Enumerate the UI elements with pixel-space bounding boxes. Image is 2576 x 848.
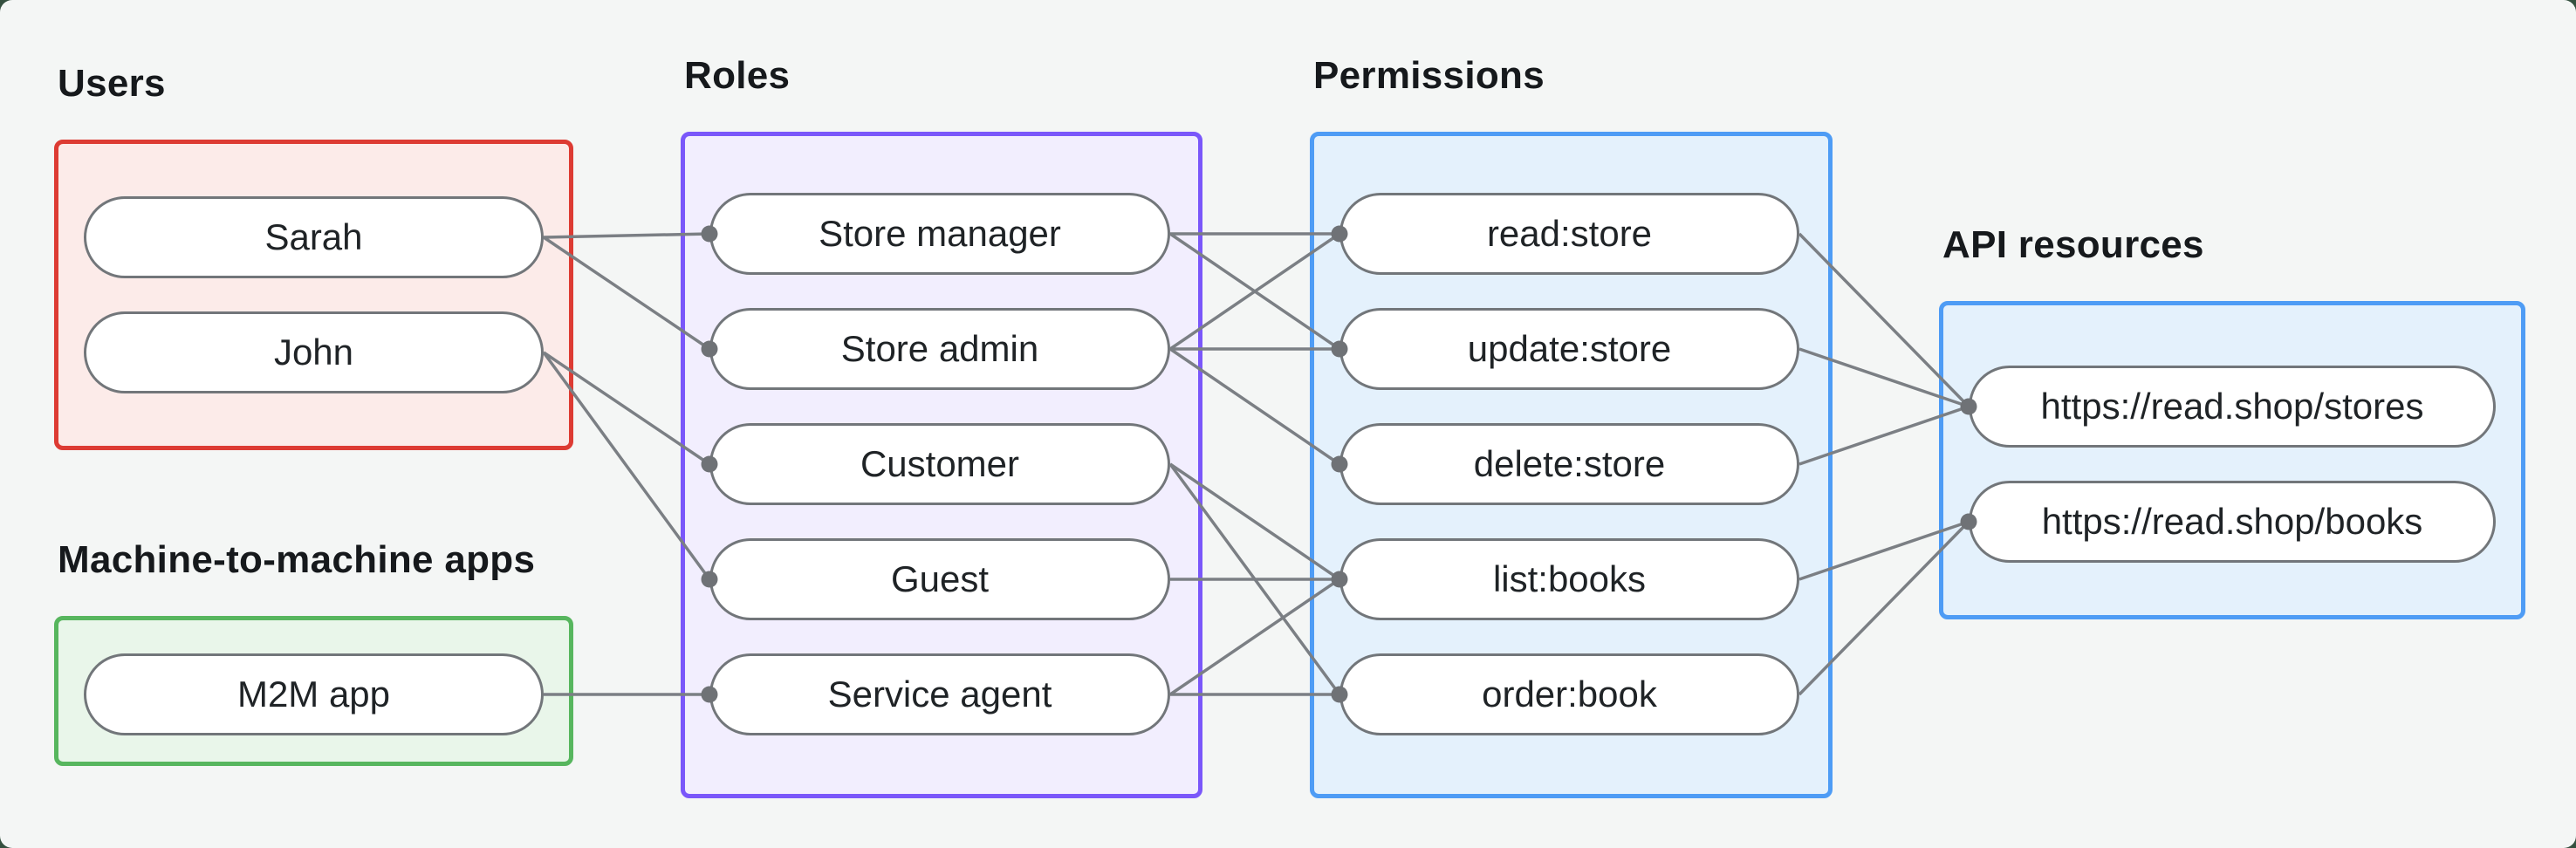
node-read_store: read:store [1339, 193, 1799, 275]
node-delete_store: delete:store [1339, 423, 1799, 505]
node-sarah: Sarah [84, 196, 544, 278]
m2m-group-label: Machine-to-machine apps [58, 538, 536, 581]
node-store_manager: Store manager [709, 193, 1170, 275]
api-group-box [1939, 301, 2525, 619]
permissions-group-label: Permissions [1313, 54, 1545, 97]
node-books_api: https://read.shop/books [1969, 481, 2496, 563]
node-store_admin: Store admin [709, 308, 1170, 390]
node-service_agent: Service agent [709, 653, 1170, 735]
node-john: John [84, 311, 544, 393]
node-m2m_app: M2M app [84, 653, 544, 735]
roles-group-label: Roles [684, 54, 791, 97]
node-list_books: list:books [1339, 538, 1799, 620]
node-stores_api: https://read.shop/stores [1969, 366, 2496, 448]
node-guest: Guest [709, 538, 1170, 620]
node-customer: Customer [709, 423, 1170, 505]
node-update_store: update:store [1339, 308, 1799, 390]
users-group-box [54, 140, 573, 450]
api-group-label: API resources [1942, 223, 2204, 266]
users-group-label: Users [58, 62, 166, 105]
node-order_book: order:book [1339, 653, 1799, 735]
